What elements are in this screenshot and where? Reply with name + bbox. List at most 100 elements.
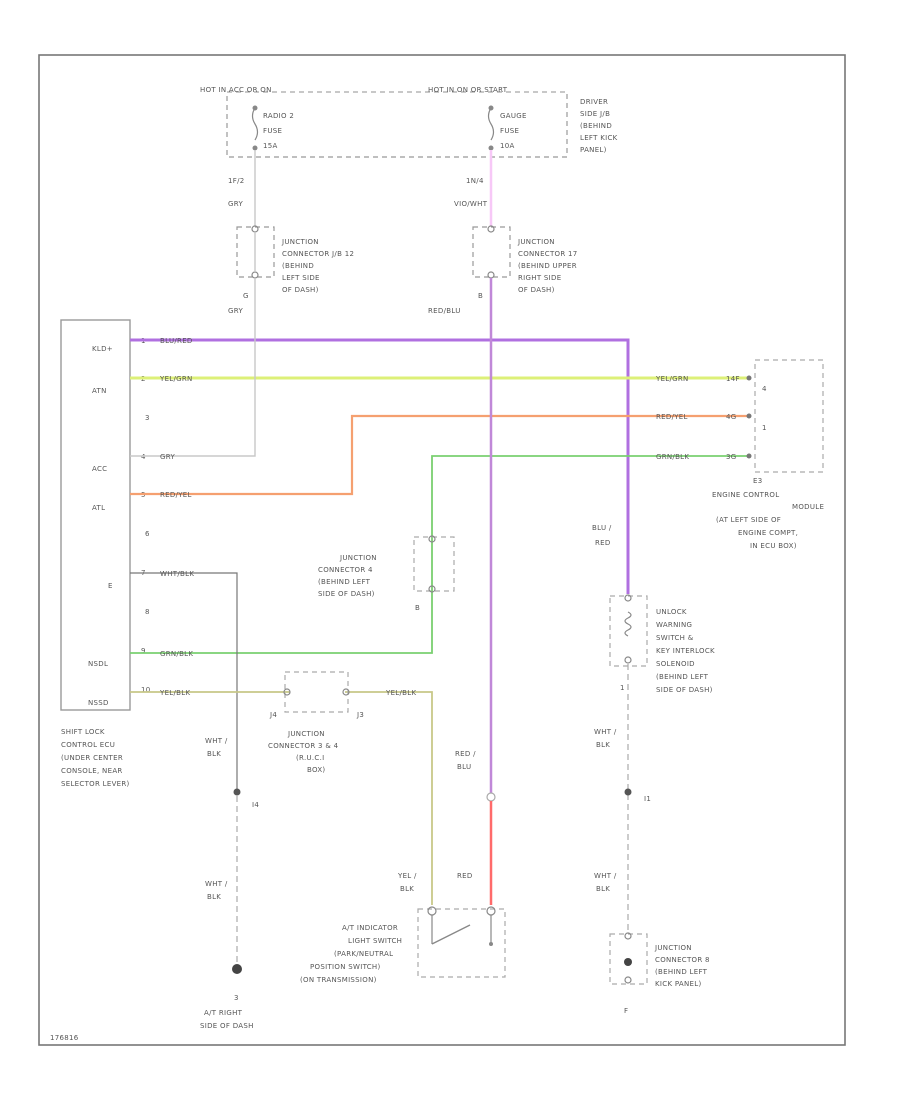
ecu-label-5: SELECTOR LEVER) [61, 780, 130, 788]
wire-blu-red [130, 338, 630, 594]
ground1-wht-blk-1: WHT / [205, 737, 228, 745]
ecm-pin-4: 4 [762, 385, 767, 393]
ecu-pin-e: E [108, 582, 113, 590]
junction-12-label-1: JUNCTION [281, 238, 319, 246]
wire-grn-blk-label-left: GRN/BLK [160, 650, 193, 658]
ground1-wht-blk-2: BLK [207, 750, 221, 758]
ecm-mark-3: 3G [726, 453, 736, 461]
wire-red-blu-split-1: RED / [455, 750, 476, 758]
junction-34-pin-j3: J3 [356, 711, 364, 719]
jb-note-2: SIDE J/B [580, 110, 610, 118]
jb-note-5: PANEL) [580, 146, 607, 154]
wire-gry-ecu [130, 278, 256, 457]
right-wht-blk-4: BLK [596, 885, 610, 893]
ecm-label-1: ENGINE CONTROL [712, 491, 779, 499]
junction-4-label-2: CONNECTOR 4 [318, 566, 373, 574]
junction-34-outline [284, 671, 349, 713]
wire-wht-blk-ecu-label: WHT/BLK [160, 570, 194, 578]
junction-12-label-3: (BEHIND [282, 262, 314, 270]
fuse-right-label-3: 10A [500, 142, 515, 150]
ecu-label-2: CONTROL ECU [61, 741, 115, 749]
wire-red-blu-label: RED/BLU [428, 307, 461, 315]
wire-red-label: RED [457, 872, 473, 880]
ecu-num-10: 10 [141, 686, 151, 694]
fuse-left-label-1: RADIO 2 [263, 112, 294, 120]
ecm-label-4: ENGINE COMPT, [738, 529, 798, 537]
ecu-pin-atn: ATN [92, 387, 107, 395]
ecm-outline [754, 359, 824, 473]
wire-grn-blk-label-right: GRN/BLK [656, 453, 689, 461]
wire-vio-wht-label: VIO/WHT [454, 200, 488, 208]
ground2-pin: I1 [644, 795, 651, 803]
fuse-right-label-1: GAUGE [500, 112, 527, 120]
junction-8-label-3: (BEHIND LEFT [655, 968, 708, 976]
ground1-pin: I4 [252, 801, 259, 809]
ecm-label-2: MODULE [792, 503, 824, 511]
jb-note-4: LEFT KICK [580, 134, 618, 142]
wire-yel-blk-label-left: YEL/BLK [159, 689, 190, 697]
junction-12-label-5: OF DASH) [282, 286, 319, 294]
fuse-left-symbol [251, 107, 259, 141]
fuse-box-outline [226, 91, 568, 158]
junction-17-label-3: (BEHIND UPPER [518, 262, 577, 270]
solenoid-wire-label-1: BLU / [592, 524, 612, 532]
ground1-wht-blk-4: BLK [207, 893, 221, 901]
fuse-right-symbol [487, 107, 495, 141]
wire-gry-label-lower: GRY [228, 307, 243, 315]
right-wht-blk-1: WHT / [594, 728, 617, 736]
ecu-num-3: 3 [145, 414, 150, 422]
ecu-num-4: 4 [141, 453, 146, 461]
jb-note-1: DRIVER [580, 98, 608, 106]
ecm-label-3: (AT LEFT SIDE OF [716, 516, 781, 524]
power-bus-left-label: HOT IN ACC OR ON [200, 86, 272, 94]
at-switch-label-5: (ON TRANSMISSION) [300, 976, 377, 984]
junction-34-label-2: CONNECTOR 3 & 4 [268, 742, 339, 750]
junction-8-pin: F [624, 1007, 628, 1015]
ground1-wht-blk-3: WHT / [205, 880, 228, 888]
junction-34-label-4: BOX) [307, 766, 325, 774]
wire-gry-label-upper: GRY [228, 200, 243, 208]
solenoid-label-2: WARNING [656, 621, 692, 629]
diagram-frame [38, 54, 846, 1046]
junction-17-pin: B [478, 292, 483, 300]
ecm-mark-1: 14F [726, 375, 740, 383]
junction-8-label-2: CONNECTOR 8 [655, 956, 710, 964]
at-switch-label-2: LIGHT SWITCH [348, 937, 402, 945]
solenoid-label-4: KEY INTERLOCK [656, 647, 715, 655]
ecu-pin-kld: KLD+ [92, 345, 113, 353]
ecm-label-5: IN ECU BOX) [750, 542, 797, 550]
solenoid-pin: 1 [620, 684, 625, 692]
junction-12-label-4: LEFT SIDE [282, 274, 320, 282]
ecu-label-1: SHIFT LOCK [61, 728, 105, 736]
at-switch-contact [431, 924, 471, 945]
jb-note-3: (BEHIND [580, 122, 612, 130]
junction-17-label-4: RIGHT SIDE [518, 274, 561, 282]
wire-red-blu-split-2: BLU [457, 763, 471, 771]
solenoid-label-6: (BEHIND LEFT [656, 673, 709, 681]
solenoid-coil [624, 611, 632, 637]
solenoid-outline [609, 595, 648, 667]
junction-17-label-1: JUNCTION [517, 238, 555, 246]
shift-lock-ecu-box [60, 319, 131, 711]
footer-code: 176816 [50, 1034, 79, 1042]
junction-17-label-5: OF DASH) [518, 286, 555, 294]
ecu-pin-acc: ACC [92, 465, 107, 473]
wire-yel-grn-label-right: YEL/GRN [655, 375, 689, 383]
solenoid-label-3: SWITCH & [656, 634, 694, 642]
pin-1n4: 1N/4 [466, 177, 484, 185]
solenoid-label-1: UNLOCK [656, 608, 687, 616]
ecu-label-4: CONSOLE, NEAR [61, 767, 123, 775]
junction-34-pin-j4: J4 [269, 711, 277, 719]
at-switch-outline [417, 908, 506, 978]
ground1-point [232, 964, 242, 974]
fuse-left-label-2: FUSE [263, 127, 282, 135]
at-switch-label-3: (PARK/NEUTRAL [334, 950, 393, 958]
wire-blu-red-label: BLU/RED [160, 337, 193, 345]
solenoid-wire-label-2: RED [595, 539, 611, 547]
wire-yel-blk-label-right: YEL/BLK [385, 689, 416, 697]
solenoid-label-7: SIDE OF DASH) [656, 686, 713, 694]
ground1-id: 3 [234, 994, 239, 1002]
ground1-label-2: SIDE OF DASH [200, 1022, 254, 1030]
right-wht-blk-3: WHT / [594, 872, 617, 880]
